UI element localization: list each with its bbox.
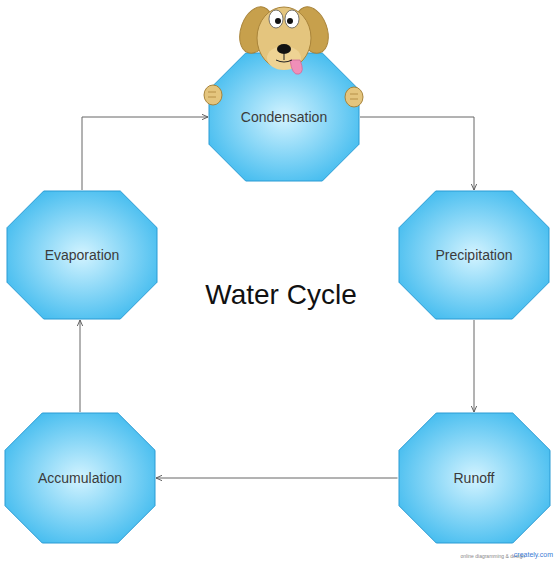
watermark-text: creately.com	[514, 551, 553, 558]
node-label: Precipitation	[435, 247, 512, 263]
flow-arrow	[156, 478, 398, 479]
process-octagon: Evaporation	[6, 190, 158, 320]
node-label: Condensation	[241, 109, 327, 125]
process-octagon: Condensation	[208, 52, 360, 182]
flow-arrow	[474, 320, 475, 412]
process-octagon: Runoff	[398, 412, 551, 544]
flow-arrow	[360, 117, 474, 190]
diagram-title: Water Cycle	[205, 279, 356, 311]
flow-arrow	[80, 320, 81, 412]
flow-arrow	[82, 117, 208, 190]
node-label: Evaporation	[45, 247, 120, 263]
node-label: Accumulation	[38, 470, 122, 486]
process-octagon: Precipitation	[398, 190, 550, 320]
process-octagon: Accumulation	[4, 412, 156, 544]
node-label: Runoff	[454, 470, 495, 486]
